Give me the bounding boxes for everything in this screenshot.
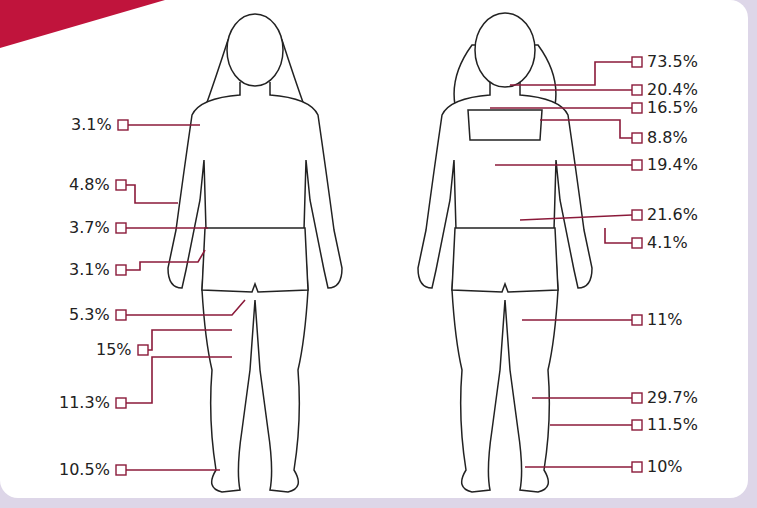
callout-number: 8.8% xyxy=(647,130,688,146)
callout-square xyxy=(632,315,642,325)
callout-number: 11.3% xyxy=(59,395,110,411)
corner-banner xyxy=(0,0,165,48)
callout-number: 15% xyxy=(96,342,132,358)
callout-number: 5.3% xyxy=(69,307,110,323)
body-outline xyxy=(418,82,592,492)
leader-line xyxy=(550,424,632,426)
panel-background xyxy=(0,0,748,498)
callout-square xyxy=(632,57,642,67)
head xyxy=(475,13,535,87)
shorts xyxy=(202,228,308,292)
callout-number: 11% xyxy=(647,312,683,328)
leader-line xyxy=(532,397,632,399)
callout-number: 10% xyxy=(647,459,683,475)
callout-square xyxy=(632,393,642,403)
leader-line xyxy=(540,120,632,138)
front-figure xyxy=(168,14,342,492)
callout-square xyxy=(632,85,642,95)
callout-number: 16.5% xyxy=(647,100,698,116)
callout-square xyxy=(632,160,642,170)
leader-line xyxy=(540,89,632,91)
leader-line xyxy=(126,227,208,229)
callout-square xyxy=(116,180,126,190)
callout-squares xyxy=(116,57,642,475)
callout-square xyxy=(118,120,128,130)
callout-square xyxy=(116,265,126,275)
callout-number: 3.1% xyxy=(69,262,110,278)
callout-number: 20.4% xyxy=(647,82,698,98)
shoulder-region xyxy=(468,110,542,140)
callout-square xyxy=(116,398,126,408)
leader-lines xyxy=(126,62,632,470)
leader-line xyxy=(490,107,632,109)
callout-number: 10.5% xyxy=(59,462,110,478)
callout-number: 4.1% xyxy=(647,235,688,251)
callout-number: 29.7% xyxy=(647,390,698,406)
callout-number: 3.1% xyxy=(71,117,112,133)
leader-line xyxy=(525,466,632,468)
leader-line xyxy=(126,469,220,471)
callout-square xyxy=(632,238,642,248)
leader-line xyxy=(605,228,632,243)
callout-number: 11.5% xyxy=(647,417,698,433)
leader-line xyxy=(126,185,178,203)
body-outline xyxy=(168,82,342,492)
shorts xyxy=(452,228,558,292)
callout-square xyxy=(632,462,642,472)
callout-square xyxy=(138,345,148,355)
callout-square xyxy=(116,310,126,320)
leader-line xyxy=(522,319,632,321)
callout-square xyxy=(632,133,642,143)
callout-number: 73.5% xyxy=(647,54,698,70)
leader-line xyxy=(126,357,232,403)
callout-number: 19.4% xyxy=(647,157,698,173)
callout-number: 21.6% xyxy=(647,207,698,223)
leader-line xyxy=(126,250,205,270)
leader-line xyxy=(520,215,632,220)
leader-line xyxy=(126,300,245,315)
leader-line xyxy=(510,62,632,85)
leader-line xyxy=(128,124,200,126)
callout-square xyxy=(116,223,126,233)
callout-square xyxy=(116,465,126,475)
callout-number: 4.8% xyxy=(69,177,110,193)
leader-line xyxy=(148,330,232,350)
callout-number: 3.7% xyxy=(69,220,110,236)
leader-line xyxy=(495,164,632,166)
callout-square xyxy=(632,210,642,220)
head xyxy=(227,14,283,86)
callout-square xyxy=(632,420,642,430)
callout-square xyxy=(632,103,642,113)
